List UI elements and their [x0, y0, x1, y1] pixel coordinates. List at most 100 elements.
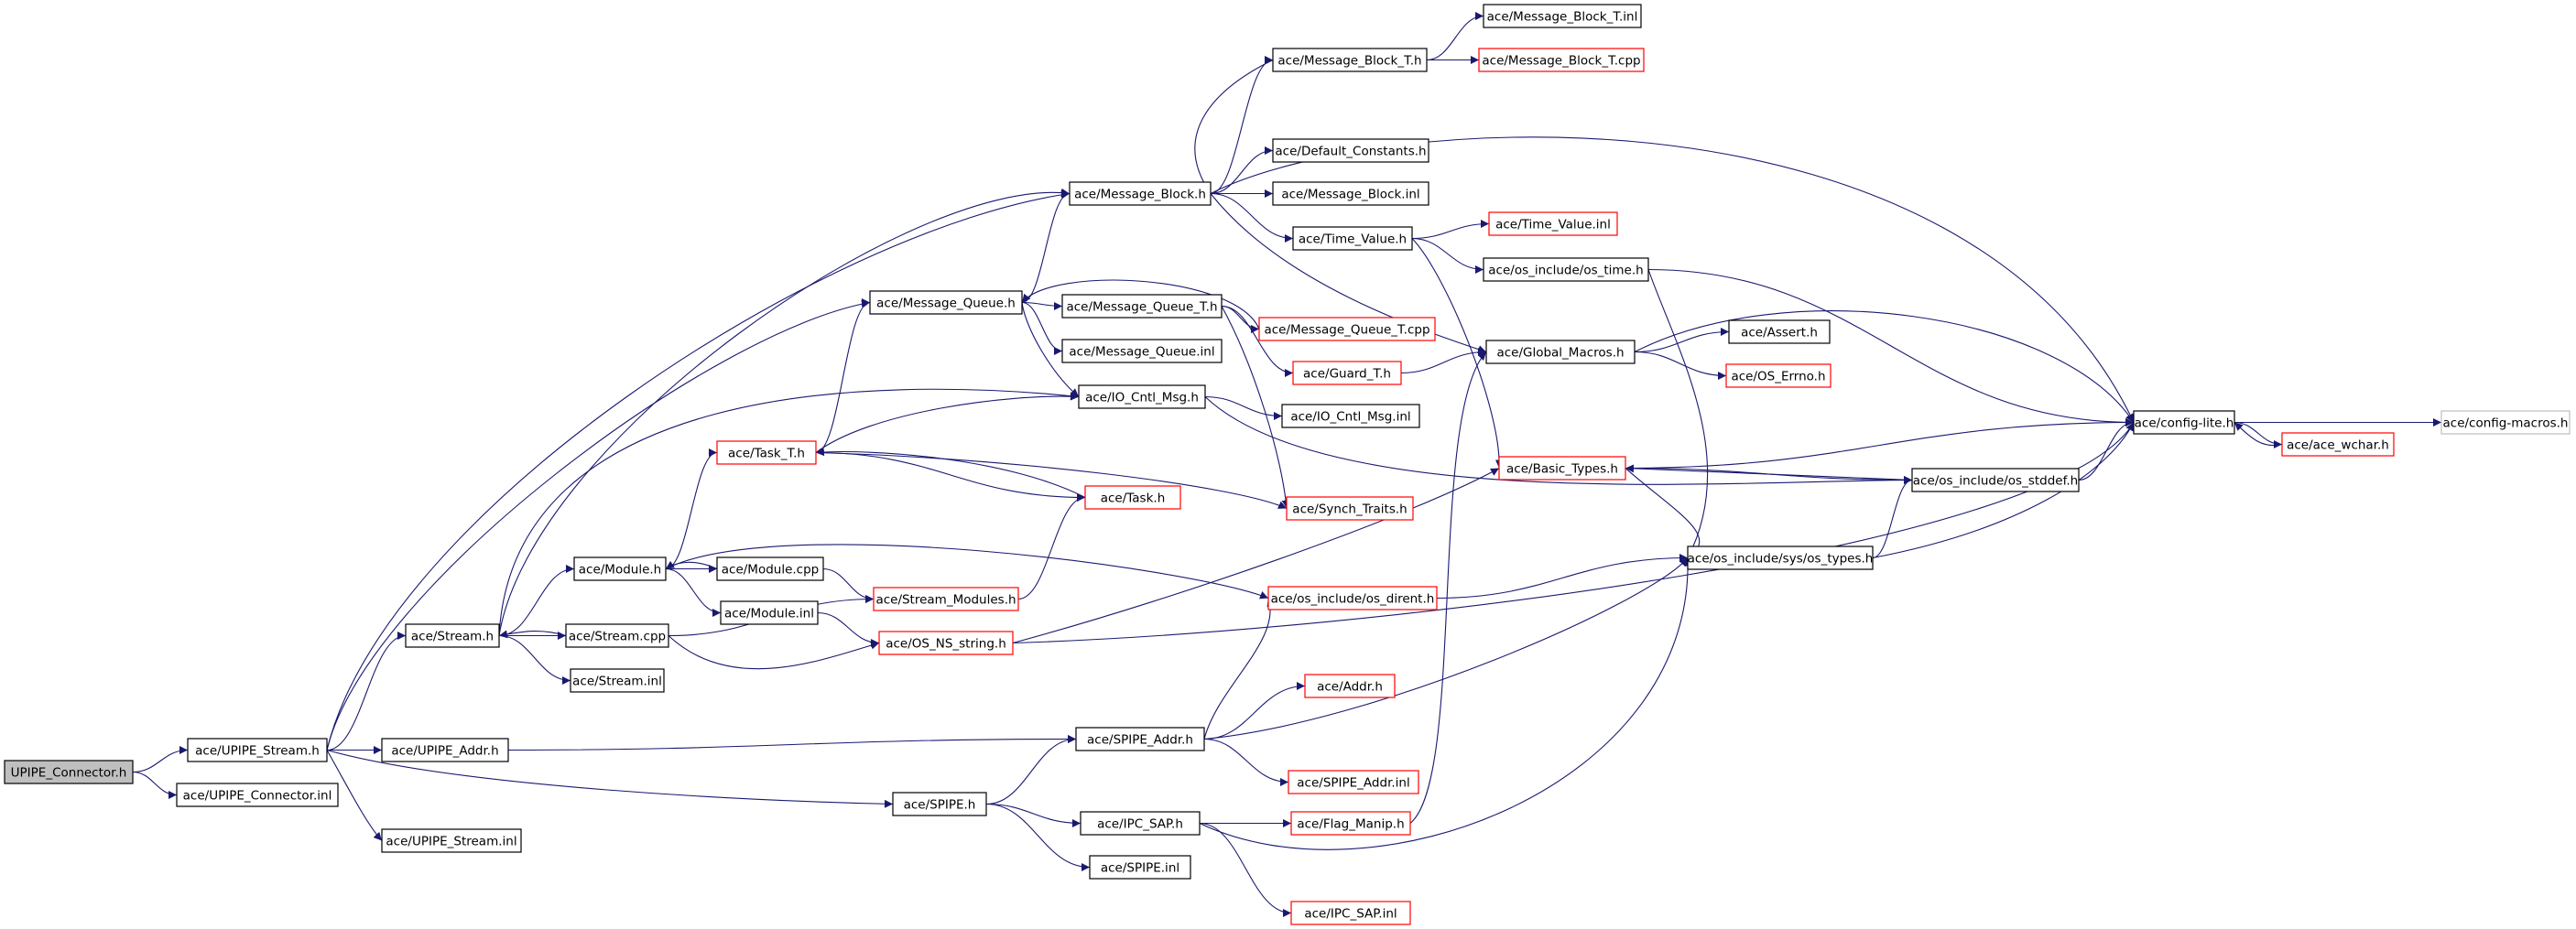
node-ipc-sap-inl[interactable]: ace/IPC_SAP.inl [1290, 901, 1411, 925]
edge-basic_types_h-to-os_types_h [1625, 468, 1701, 558]
node-label: ace/Guard_T.h [1303, 367, 1391, 382]
edge-stream_h-to-stream_inl [498, 634, 571, 685]
node-label: ace/os_include/os_time.h [1488, 264, 1643, 278]
node-task-t-h[interactable]: ace/Task_T.h [716, 440, 817, 465]
edge-os_time_h-to-config_lite_h [1647, 268, 2135, 427]
node-upipe-stream-h[interactable]: ace/UPIPE_Stream.h [187, 738, 328, 762]
node-message-queue-t-cpp[interactable]: ace/Message_Queue_T.cpp [1258, 317, 1436, 341]
node-message-block-inl[interactable]: ace/Message_Block.inl [1272, 181, 1429, 206]
node-upipe-connector-inl[interactable]: ace/UPIPE_Connector.inl [176, 783, 339, 807]
node-time-value-inl[interactable]: ace/Time_Value.inl [1488, 211, 1618, 236]
node-label: ace/Addr.h [1317, 680, 1383, 695]
node-basic-types-h[interactable]: ace/Basic_Types.h [1498, 456, 1626, 481]
node-label: ace/ace_wchar.h [2287, 438, 2389, 453]
node-config-macros-h[interactable]: ace/config-macros.h [2440, 410, 2571, 435]
node-box [1911, 468, 2080, 492]
node-box [1061, 294, 1223, 319]
node-label: ace/Message_Block.h [1074, 188, 1206, 202]
node-label: ace/UPIPE_Connector.inl [183, 789, 332, 804]
node-message-block-t-cpp[interactable]: ace/Message_Block_T.cpp [1478, 48, 1645, 72]
edge-module_inl-to-os_ns_string_h [817, 611, 880, 647]
node-ace-wchar-h[interactable]: ace/ace_wchar.h [2281, 432, 2395, 457]
node-io-cntl-msg-inl[interactable]: ace/IO_Cntl_Msg.inl [1281, 404, 1420, 428]
edge-message_queue_h-to-message_queue_inl [1021, 301, 1063, 355]
edge-upipe_stream_h-to-message_block_h [326, 190, 1071, 751]
node-os-types-h[interactable]: ace/os_include/sys/os_types.h [1687, 546, 1874, 570]
node-label: ace/Time_Value.inl [1495, 218, 1611, 232]
node-message-block-h[interactable]: ace/Message_Block.h [1069, 181, 1212, 206]
node-label: ace/SPIPE.inl [1101, 861, 1179, 876]
node-box [1272, 181, 1429, 206]
node-stream-h[interactable]: ace/Stream.h [405, 623, 500, 648]
node-assert-h[interactable]: ace/Assert.h [1728, 319, 1831, 344]
node-label: ace/config-lite.h [2135, 416, 2234, 431]
node-box [1272, 48, 1428, 72]
node-config-lite-h[interactable]: ace/config-lite.h [2133, 410, 2235, 435]
node-box [1061, 339, 1223, 363]
edge-module_h-to-task_t_h [665, 448, 718, 570]
edge-time_value_h-to-time_value_inl [1411, 220, 1490, 240]
node-message-block-t-inl[interactable]: ace/Message_Block_T.inl [1483, 4, 1642, 28]
node-label: ace/Module.inl [724, 607, 814, 621]
node-flag-manip-h[interactable]: ace/Flag_Manip.h [1290, 811, 1411, 836]
node-spipe-addr-inl[interactable]: ace/SPIPE_Addr.inl [1288, 770, 1419, 794]
node-message-queue-t-h[interactable]: ace/Message_Queue_T.h [1061, 294, 1223, 319]
node-message-queue-h[interactable]: ace/Message_Queue.h [869, 290, 1023, 315]
node-addr-h[interactable]: ace/Addr.h [1304, 674, 1396, 698]
edge-basic_types_h-to-config_lite_h [1625, 418, 2135, 470]
node-label: ace/os_include/sys/os_types.h [1688, 552, 1874, 567]
node-box [405, 623, 500, 648]
node-box [2440, 410, 2571, 435]
node-spipe-h[interactable]: ace/SPIPE.h [892, 792, 987, 816]
node-stream-modules-h[interactable]: ace/Stream_Modules.h [873, 587, 1019, 611]
node-box [1498, 456, 1626, 481]
node-os-stddef-h[interactable]: ace/os_include/os_stddef.h [1911, 468, 2080, 492]
edge-message_queue_h-to-io_cntl_msg_h [1021, 302, 1080, 397]
edge-stream_h-to-module_h [498, 565, 575, 637]
edge-upipe_stream_h-to-stream_h [326, 632, 407, 751]
node-global-macros-h[interactable]: ace/Global_Macros.h [1485, 340, 1636, 364]
node-label: UPIPE_Connector.h [11, 766, 127, 781]
node-os-dirent-h[interactable]: ace/os_include/os_dirent.h [1267, 586, 1438, 610]
node-io-cntl-msg-h[interactable]: ace/IO_Cntl_Msg.h [1078, 384, 1206, 409]
node-os-errno-h[interactable]: ace/OS_Errno.h [1725, 363, 1831, 388]
edge-task_t_h-to-message_queue_h [815, 298, 871, 454]
node-os-time-h[interactable]: ace/os_include/os_time.h [1483, 257, 1649, 282]
node-box [1478, 48, 1645, 72]
node-guard-t-h[interactable]: ace/Guard_T.h [1292, 361, 1402, 385]
node-stream-cpp[interactable]: ace/Stream.cpp [565, 623, 669, 648]
node-label: ace/Message_Queue_T.cpp [1264, 323, 1429, 338]
node-ipc-sap-h[interactable]: ace/IPC_SAP.h [1080, 811, 1201, 836]
node-label: ace/Default_Constants.h [1275, 145, 1426, 159]
node-box [570, 668, 665, 693]
node-message-queue-inl[interactable]: ace/Message_Queue.inl [1061, 339, 1223, 363]
node-label: ace/SPIPE_Addr.h [1087, 733, 1193, 748]
node-synch-traits-h[interactable]: ace/Synch_Traits.h [1286, 496, 1414, 521]
node-spipe-addr-h[interactable]: ace/SPIPE_Addr.h [1075, 727, 1205, 751]
node-label: ace/Assert.h [1741, 326, 1818, 340]
node-label: ace/Stream_Modules.h [875, 593, 1016, 608]
node-upipe-addr-h[interactable]: ace/UPIPE_Addr.h [381, 738, 509, 762]
node-module-inl[interactable]: ace/Module.inl [720, 600, 819, 625]
node-task-h[interactable]: ace/Task.h [1084, 485, 1181, 510]
edge-time_value_h-to-basic_types_h [1411, 238, 1504, 469]
node-box [573, 556, 667, 581]
node-os-ns-string-h[interactable]: ace/OS_NS_string.h [878, 631, 1014, 655]
node-label: ace/IO_Cntl_Msg.h [1085, 391, 1199, 405]
edge-stream_h-to-io_cntl_msg_h [498, 388, 1080, 636]
node-stream-inl[interactable]: ace/Stream.inl [570, 668, 665, 693]
edge-message_queue_t_h-to-guard_t_h [1221, 305, 1294, 377]
node-module-h[interactable]: ace/Module.h [573, 556, 667, 581]
edge-os_stddef_h-to-basic_types_h [1625, 464, 1913, 481]
edge-message_block_t_h-to-message_block_h [1194, 59, 1274, 194]
node-time-value-h[interactable]: ace/Time_Value.h [1292, 226, 1413, 251]
node-box [565, 623, 669, 648]
node-upipe-stream-inl[interactable]: ace/UPIPE_Stream.inl [381, 828, 522, 853]
node-module-cpp[interactable]: ace/Module.cpp [716, 556, 824, 581]
node-message-block-t-h[interactable]: ace/Message_Block_T.h [1272, 48, 1428, 72]
node-default-constants-h[interactable]: ace/Default_Constants.h [1272, 138, 1429, 163]
node-box [381, 738, 509, 762]
edge-io_cntl_msg_h-to-io_cntl_msg_inl [1204, 395, 1283, 420]
node-spipe-inl[interactable]: ace/SPIPE.inl [1089, 855, 1191, 880]
